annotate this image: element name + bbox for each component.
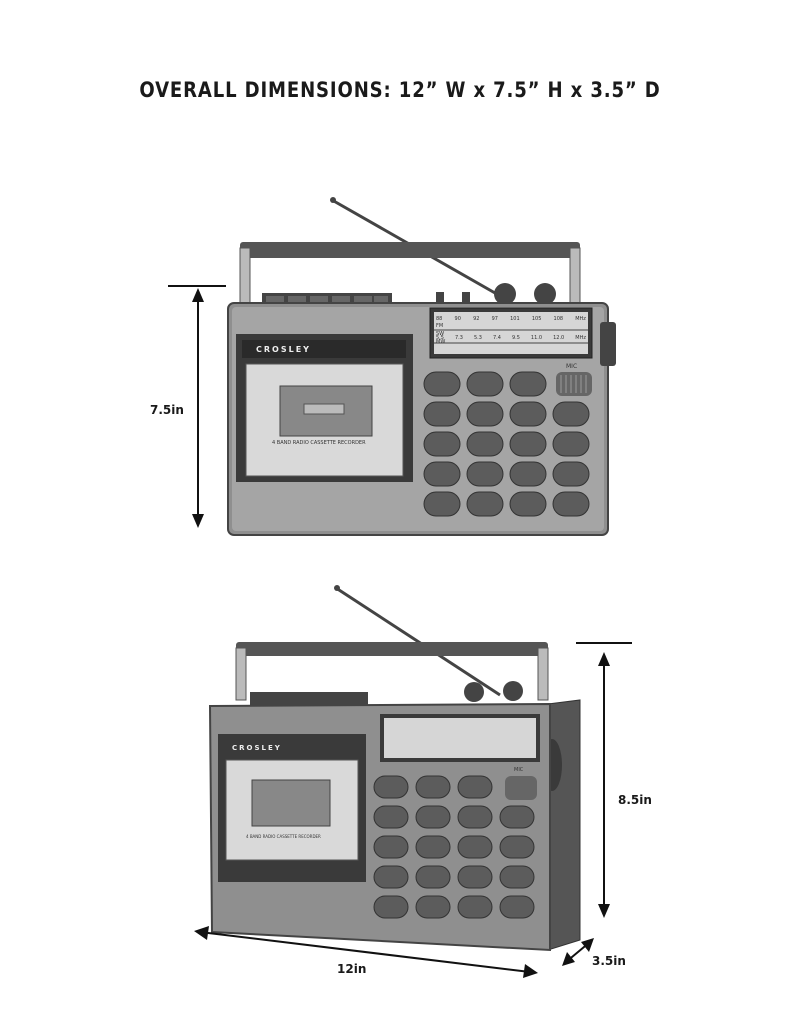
dial-top-tick: 97 [491, 316, 498, 322]
front-dial-top-scale: 88 90 92 97 101 105 108 MHz [436, 316, 586, 322]
height-label-angled: 8.5in [618, 793, 652, 807]
dial-top-tick: MHz [575, 316, 586, 322]
angled-brand-logo: CROSLEY [232, 744, 282, 752]
dial-top-tick: 88 [436, 316, 443, 322]
dial-top-tick: 101 [510, 316, 520, 322]
dial-bottom-tick: 5.3 [473, 335, 482, 341]
dial-band-label: SW [436, 331, 445, 337]
dial-bottom-tick: 12.0 [553, 335, 565, 341]
dial-top-tick: 105 [531, 316, 542, 322]
dial-band-label: MW [436, 339, 446, 345]
front-dial-bands: FM SW MW [436, 322, 445, 346]
angled-mic-label: MIC [514, 767, 524, 773]
dial-bottom-tick: 5.5 [436, 335, 444, 341]
dial-bottom-tick: MHz [575, 335, 586, 341]
dial-top-tick: 108 [553, 316, 564, 322]
angled-deck-caption: 4 BAND RADIO CASSETTE RECORDER [246, 834, 321, 839]
front-mic-label: MIC [566, 363, 578, 370]
front-deck-caption: 4 BAND RADIO CASSETTE RECORDER [272, 440, 366, 446]
height-label-front: 7.5in [150, 403, 184, 417]
dial-band-label: FM [436, 323, 444, 329]
dial-bottom-tick: 7.3 [454, 335, 463, 341]
front-view-illustration [168, 197, 616, 536]
dial-bottom-tick: 11.0 [530, 335, 543, 341]
dial-top-tick: 90 [454, 316, 461, 322]
front-dial-bottom-scale: 5.5 7.3 5.3 7.4 9.5 11.0 12.0 MHz [436, 335, 586, 341]
width-label: 12in [337, 962, 367, 976]
page-title: OVERALL DIMENSIONS: 12” W x 7.5” H x 3.5… [139, 78, 661, 102]
depth-label: 3.5in [592, 954, 626, 968]
dial-bottom-tick: 9.5 [511, 335, 520, 341]
dial-bottom-tick: 7.4 [492, 335, 501, 341]
front-brand-logo: CROSLEY [256, 345, 311, 354]
dial-top-tick: 92 [473, 316, 480, 322]
